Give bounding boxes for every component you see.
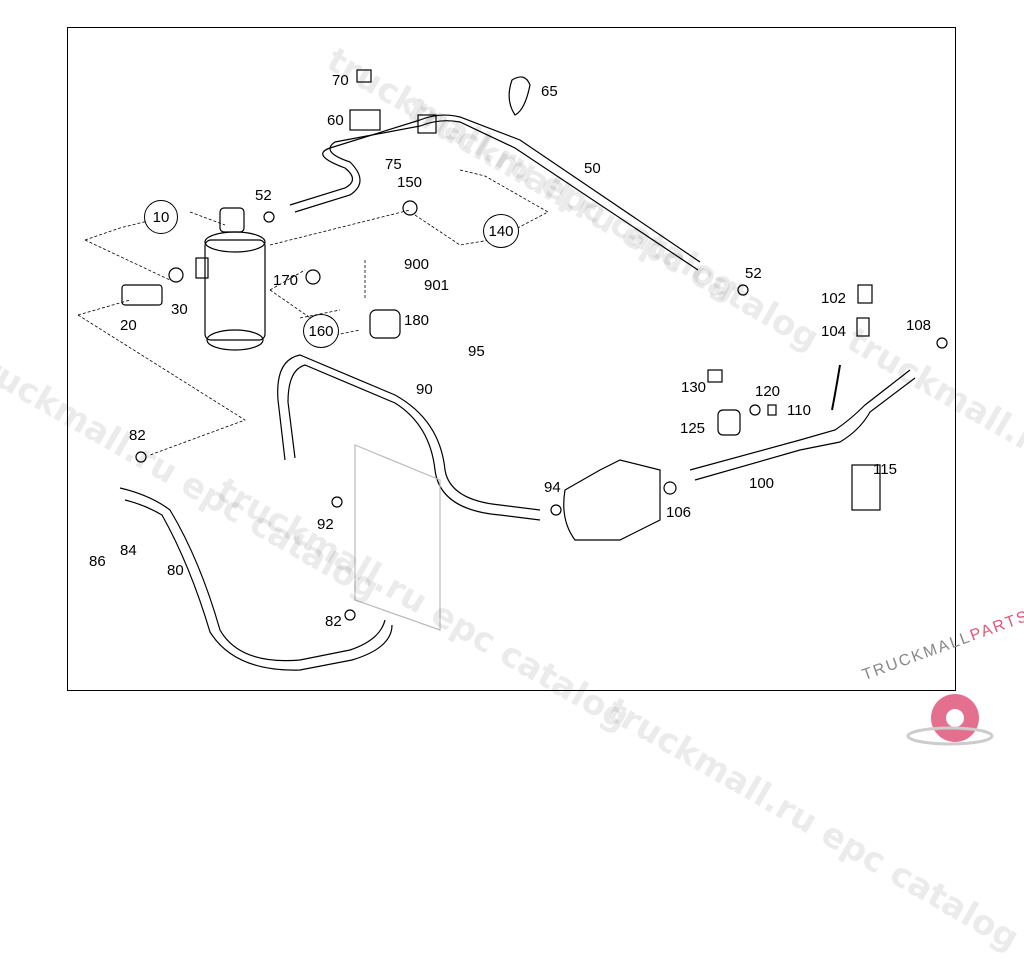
- clip-60: [349, 109, 381, 131]
- clamp-block: [417, 114, 437, 134]
- group-label-140: 140: [483, 214, 519, 248]
- receiver-drier: [195, 207, 266, 351]
- part-label-52: 52: [255, 187, 272, 204]
- oring-52b: [737, 284, 749, 296]
- pipe-90: [277, 354, 541, 521]
- part-label-84: 84: [120, 542, 137, 559]
- bolt-70: [356, 69, 372, 83]
- bracket-115: [851, 464, 881, 511]
- part-label-92: 92: [317, 516, 334, 533]
- part-110: [767, 404, 777, 416]
- part-label-52: 52: [745, 265, 762, 282]
- part-label-100: 100: [749, 475, 775, 492]
- oring-82b: [344, 609, 356, 621]
- oring-94: [550, 504, 562, 516]
- part-label-125: 125: [680, 420, 706, 437]
- part-label-900: 900: [404, 256, 430, 273]
- clamp-65: [508, 76, 531, 116]
- compressor: [563, 459, 661, 541]
- part-104: [856, 317, 870, 337]
- condenser: [354, 444, 441, 631]
- part-label-150: 150: [397, 174, 423, 191]
- part-label-104: 104: [821, 323, 847, 340]
- part-label-60: 60: [327, 112, 344, 129]
- part-label-95: 95: [468, 343, 485, 360]
- bolt-130: [707, 369, 723, 383]
- part-label-120: 120: [755, 383, 781, 400]
- arrow-to-104: [831, 364, 841, 411]
- diagram-frame: [67, 27, 956, 691]
- oring-82a: [135, 451, 147, 463]
- part-label-180: 180: [404, 312, 430, 329]
- oring-92: [331, 496, 343, 508]
- part-label-80: 80: [167, 562, 184, 579]
- part-label-50: 50: [584, 160, 601, 177]
- part-label-94: 94: [544, 479, 561, 496]
- truckmall-gear-logo: [906, 694, 994, 746]
- part-125: [717, 409, 741, 436]
- part-label-30: 30: [171, 301, 188, 318]
- part-label-75: 75: [385, 156, 402, 173]
- part-label-901: 901: [424, 277, 450, 294]
- part-label-110: 110: [787, 402, 811, 419]
- pipe-50: [289, 114, 701, 271]
- pipe-80: [119, 487, 393, 671]
- part-120: [749, 404, 761, 416]
- pipe-100: [689, 369, 916, 481]
- part-102: [857, 284, 873, 304]
- part-label-90: 90: [416, 381, 433, 398]
- group-label-160: 160: [303, 314, 339, 348]
- part-180: [369, 309, 401, 339]
- part-label-108: 108: [906, 317, 932, 334]
- part-label-86: 86: [89, 553, 106, 570]
- part-label-170: 170: [273, 272, 299, 289]
- washer-170: [305, 269, 321, 285]
- oring-52a: [263, 211, 275, 223]
- part-label-20: 20: [120, 317, 137, 334]
- washer-150: [402, 200, 418, 216]
- part-label-82: 82: [325, 613, 342, 630]
- part-label-115: 115: [873, 461, 897, 478]
- part-label-102: 102: [821, 290, 847, 307]
- leader-lines: [77, 169, 549, 456]
- parts-line-art: [77, 69, 948, 671]
- part-20: [121, 284, 163, 306]
- oring-106: [663, 481, 677, 495]
- washer-30: [168, 267, 184, 283]
- part-label-130: 130: [681, 379, 707, 396]
- part-label-106: 106: [666, 504, 692, 521]
- oring-108: [936, 337, 948, 349]
- part-label-70: 70: [332, 72, 349, 89]
- part-label-65: 65: [541, 83, 558, 100]
- part-label-82: 82: [129, 427, 146, 444]
- group-label-10: 10: [144, 200, 178, 234]
